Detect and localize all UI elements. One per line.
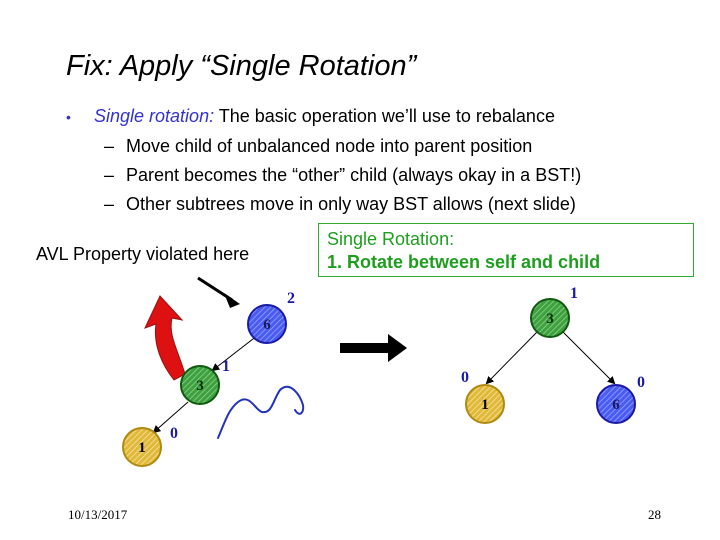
violation-pointer-head: [224, 293, 240, 308]
bullet-lead: Single rotation: The basic operation we’…: [94, 106, 555, 127]
footer-date: 10/13/2017: [68, 507, 128, 522]
bullet-term: Single rotation:: [94, 106, 215, 126]
balance-label: 0: [637, 374, 645, 391]
before-node-1: 1: [122, 427, 162, 467]
subbullet-text: Move child of unbalanced node into paren…: [126, 136, 533, 156]
page-number: 28: [648, 507, 661, 522]
balance-label: 1: [570, 285, 578, 302]
callout-step: 1. Rotate between self and child: [327, 252, 601, 272]
dash-icon: –: [104, 194, 115, 214]
before-node-3: 3: [180, 365, 220, 405]
after-node-1: 1: [465, 384, 505, 424]
node-key: 3: [196, 378, 204, 394]
edge-3-1-after: [485, 330, 539, 385]
subbullet-text: Parent becomes the “other” child (always…: [126, 165, 582, 185]
before-node-6: 6: [247, 304, 287, 344]
node-key: 3: [546, 311, 554, 327]
after-node-6: 6: [596, 384, 636, 424]
balance-label: 0: [170, 425, 178, 442]
bullet-text: The basic operation we’ll use to rebalan…: [214, 106, 555, 126]
node-key: 1: [481, 397, 489, 413]
rotate-arrow-icon: [144, 295, 186, 381]
avl-violation-note: AVL Property violated here: [36, 244, 250, 264]
callout-heading: Single Rotation:: [327, 229, 455, 249]
edge-3-6-after: [561, 330, 616, 385]
dash-icon: –: [104, 165, 115, 185]
balance-label: 1: [222, 358, 230, 375]
node-key: 1: [138, 440, 146, 456]
slide-title: Fix: Apply “Single Rotation”: [66, 50, 417, 82]
edge-3-1-before: [152, 401, 189, 434]
dash-icon: –: [104, 136, 115, 156]
bullet-dot-icon: •: [66, 109, 71, 125]
balance-label: 2: [287, 290, 295, 307]
ink-squiggle: [217, 385, 305, 439]
subbullet-text: Other subtrees move in only way BST allo…: [126, 194, 576, 214]
balance-label: 0: [461, 369, 469, 386]
after-node-3: 3: [530, 298, 570, 338]
transform-arrow-icon: [340, 334, 407, 362]
node-key: 6: [263, 317, 271, 333]
edge-6-3-before: [211, 334, 259, 372]
node-key: 6: [612, 397, 620, 413]
single-rotation-callout: Single Rotation: 1. Rotate between self …: [318, 223, 694, 277]
